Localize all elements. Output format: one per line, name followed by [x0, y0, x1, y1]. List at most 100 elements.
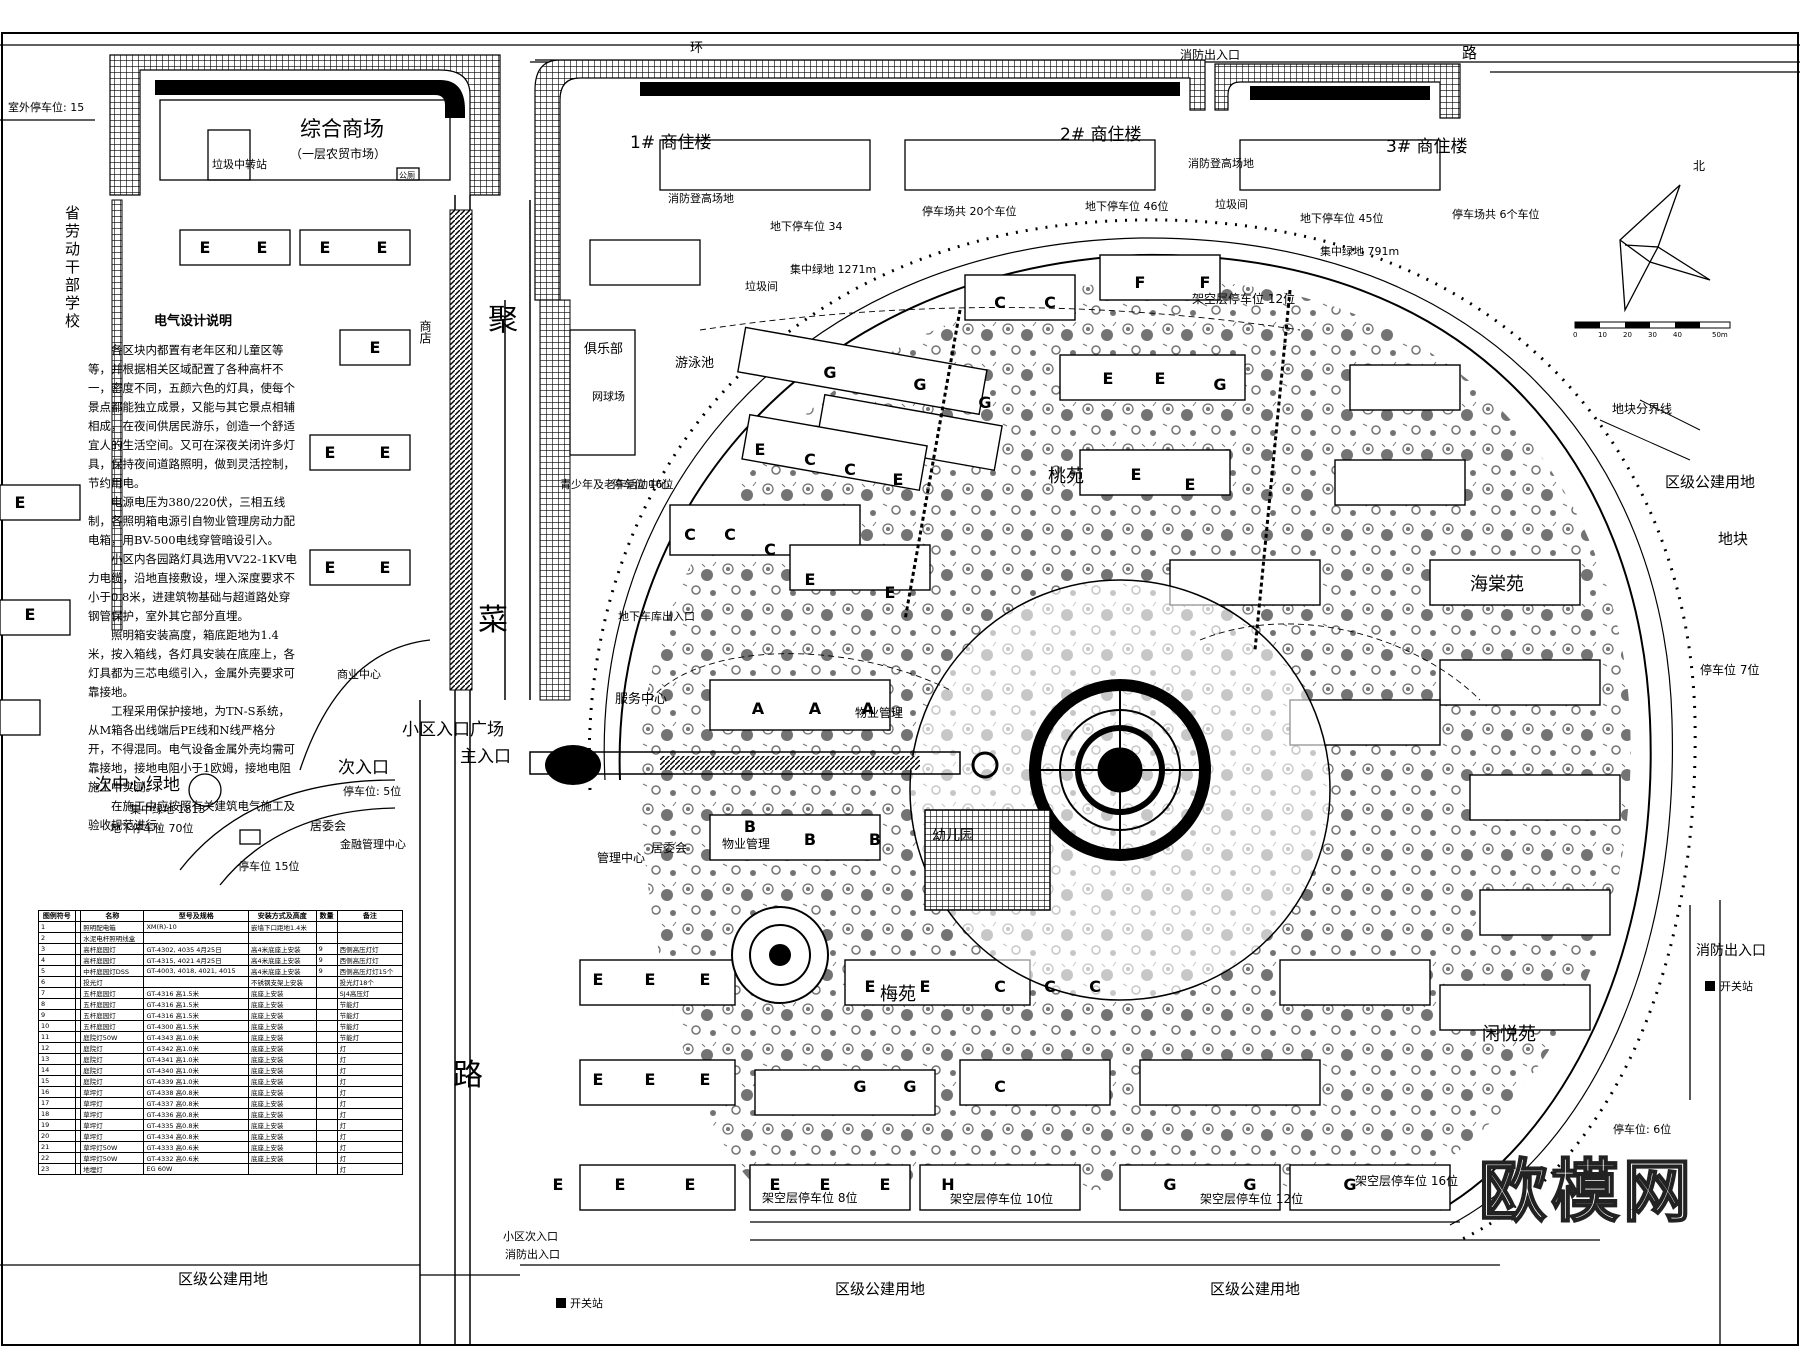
- label-parking-15b: 停车位 15位: [238, 859, 300, 873]
- svg-text:G: G: [1243, 1175, 1256, 1194]
- label-switch-station-2: 开关站: [570, 1296, 603, 1310]
- svg-text:G: G: [903, 1077, 916, 1096]
- legend-cell: [315, 1119, 338, 1131]
- label-lu-top: 路: [1462, 44, 1477, 62]
- label-school: 省劳动干部学校: [63, 205, 81, 331]
- legend-cell: GT-4341 高1.0米: [143, 1053, 249, 1065]
- scale-ticks: 0 10 20 30 40 50m: [1573, 331, 1728, 339]
- legend-cell: 15: [38, 1075, 76, 1087]
- legend-cell: 14: [38, 1064, 76, 1076]
- svg-text:E: E: [770, 1175, 781, 1194]
- label-fire-exit-bottom: 消防出入口: [505, 1247, 560, 1261]
- legend-cell: [315, 921, 338, 933]
- svg-text:E: E: [615, 1175, 626, 1194]
- label-sec-green: 次中心绿地: [95, 775, 180, 795]
- legend-cell: GT-4338 高0.8米: [143, 1086, 249, 1098]
- legend-cell: 节能灯: [336, 1031, 404, 1043]
- svg-text:E: E: [865, 977, 876, 996]
- legend-cell: 庭院灯50W: [80, 1031, 145, 1043]
- drawing-frame: [1, 32, 1799, 1346]
- label-parking-20: 停车场共 20个车位: [922, 204, 1017, 218]
- legend-cell: 18: [38, 1108, 76, 1120]
- legend-cell: 6: [38, 976, 76, 988]
- map-labels: 环 路 消防出入口 室外停车位: 15 综合商场 （一层农贸市场） 垃圾中转站 …: [8, 41, 1766, 1310]
- legend-cell: [247, 1163, 317, 1175]
- legend-cell: GT-4335 高0.8米: [143, 1119, 249, 1131]
- legend-cell: 20: [38, 1130, 76, 1142]
- legend-cell: 底座上安装: [247, 1064, 317, 1076]
- legend-cell: GT-4337 高0.8米: [143, 1097, 249, 1109]
- legend-cell: 草坪灯: [80, 1097, 145, 1109]
- legend-cell: 底座上安装: [247, 1009, 317, 1021]
- electrical-design-notes: 电气设计说明 各区块内都置有老年区和儿童区等等，并根据相关区域配置了各种高杆不一…: [88, 312, 298, 835]
- legend-cell: GT-4343 高1.0米: [143, 1031, 249, 1043]
- label-biz-center: 商业中心: [337, 667, 381, 681]
- legend-cell: 21: [38, 1141, 76, 1153]
- label-parking-7: 停车位 7位: [1700, 662, 1759, 677]
- scale-tick: 30: [1648, 331, 1657, 339]
- svg-text:G: G: [1213, 375, 1226, 394]
- legend-cell: GT-4003, 4018, 4021, 4015: [143, 965, 249, 977]
- svg-text:E: E: [380, 558, 391, 577]
- legend-cell: 嵌墙下口距地1.4米: [247, 921, 317, 933]
- legend-header: 型号及规格: [143, 910, 249, 922]
- label-plot-boundary: 地块分界线: [1612, 402, 1672, 416]
- legend-cell: 灯: [336, 1130, 404, 1142]
- svg-text:C: C: [684, 525, 696, 544]
- label-elevated-parking-10: 架空层停车位 10位: [950, 1191, 1053, 1206]
- legend-cell: 草坪灯: [80, 1119, 145, 1131]
- road-paving-strip: [449, 209, 473, 691]
- svg-text:E: E: [593, 970, 604, 989]
- legend-cell: XM(R)-10: [143, 921, 249, 933]
- label-cai: 菜: [478, 603, 508, 638]
- legend-cell: 5: [38, 965, 76, 977]
- lamp-circuits: [649, 307, 1481, 701]
- legend-cell: 灯: [336, 1075, 404, 1087]
- label-mgmt-center: 管理中心: [597, 850, 645, 865]
- label-fire-exit-right: 消防出入口: [1696, 943, 1766, 959]
- legend-cell: 灯: [336, 1141, 404, 1153]
- label-bldg3: 3# 商住楼: [1386, 137, 1467, 157]
- legend-cell: 节能灯: [336, 998, 404, 1010]
- legend-cell: EG 60W: [143, 1163, 249, 1175]
- ju-cai-road: [419, 195, 531, 1345]
- legend-cell: [315, 1064, 338, 1076]
- label-shop-store: 商店: [418, 319, 432, 344]
- legend-cell: [315, 1053, 338, 1065]
- legend-cell: SJ4高压灯: [336, 987, 404, 999]
- svg-text:E: E: [257, 238, 268, 257]
- legend-cell: [315, 1108, 338, 1120]
- svg-text:B: B: [869, 830, 881, 849]
- svg-text:F: F: [1200, 273, 1211, 292]
- legend-cell: [315, 1086, 338, 1098]
- legend-cell: 灯: [336, 1053, 404, 1065]
- legend-cell: 底座上安装: [247, 1141, 317, 1153]
- watermark: 欧模网: [1478, 1152, 1695, 1233]
- legend-cell: [315, 1042, 338, 1054]
- svg-text:B: B: [744, 817, 756, 836]
- svg-text:E: E: [885, 583, 896, 602]
- legend-cell: GT-4336 高0.8米: [143, 1108, 249, 1120]
- svg-text:E: E: [377, 238, 388, 257]
- legend-cell: 西侧高压灯灯: [336, 954, 404, 966]
- central-plaza: [909, 579, 1331, 1001]
- label-meiyuan: 梅苑: [880, 984, 916, 1005]
- label-garbage-station: 垃圾中转站: [212, 157, 267, 171]
- svg-text:G: G: [1343, 1175, 1356, 1194]
- legend-cell: [315, 932, 338, 944]
- legend-cell: GT-4316 高1.5米: [143, 987, 249, 999]
- label-public-land-1: 区级公建用地: [178, 1270, 268, 1288]
- legend-cell: [143, 976, 249, 988]
- svg-text:E: E: [593, 1070, 604, 1089]
- label-resident-committee-2: 居委会: [310, 819, 346, 833]
